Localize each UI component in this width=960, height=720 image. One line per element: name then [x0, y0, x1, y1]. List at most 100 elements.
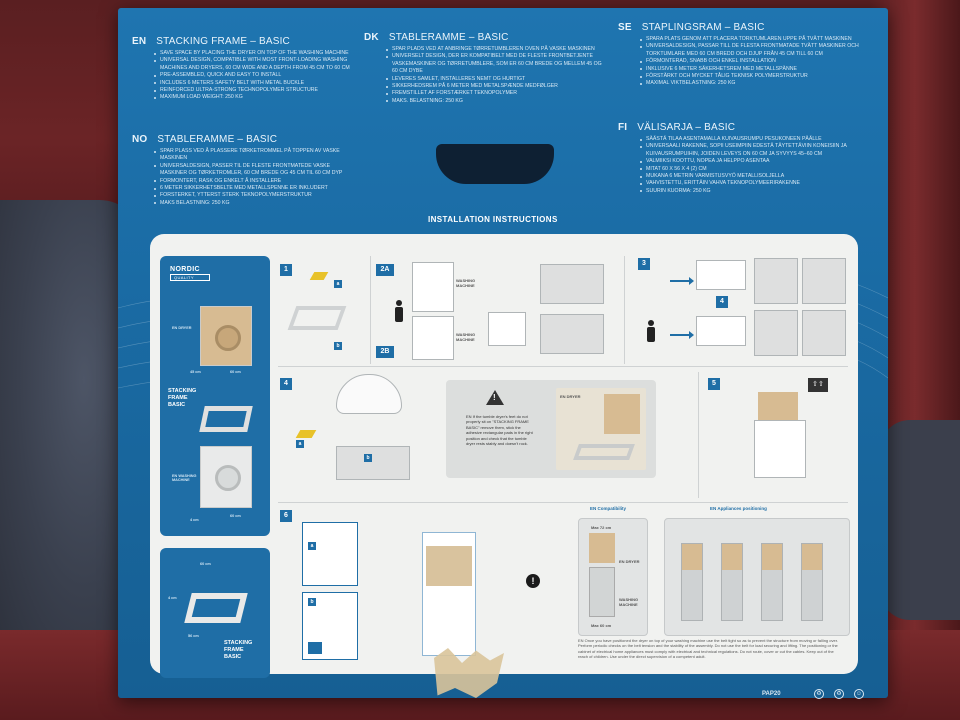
- feature-item: LEVERES SAMLET, INSTALLERES NEMT OG HURT…: [386, 76, 604, 83]
- feature-item: UNIVERSALDESIGN, PASSAR TILL DE FLESTA F…: [640, 43, 873, 58]
- adhesive-pad: [309, 272, 329, 280]
- strength-icon: [308, 642, 322, 654]
- compat-washer-line: WASHING: [619, 597, 639, 602]
- carry-handle-hole: [436, 144, 554, 184]
- label-b: b: [364, 454, 372, 462]
- washer-tag-line: MACHINE: [172, 478, 190, 482]
- feature-item: MAXIMUM LOAD WEIGHT: 250 KG: [154, 94, 357, 101]
- frame-dimensions-card: 60 cm 4 cm 56 cm STACKING FRAME BASIC: [160, 548, 270, 678]
- dim-60: 60 cm: [230, 370, 241, 374]
- appliance-position: [681, 543, 703, 621]
- step-3-detail: [754, 258, 798, 304]
- washer-illustration: [200, 446, 252, 508]
- washer-sketch: [754, 420, 806, 478]
- washer-door: [215, 465, 241, 491]
- frame-shape: [573, 444, 635, 460]
- frame-label: STACKING FRAME BASIC: [168, 388, 196, 409]
- frame-label-line: BASIC: [224, 654, 242, 660]
- step-3-detail: [802, 258, 846, 304]
- brand-sub: QUALITY: [170, 274, 210, 281]
- feature-item: FORMONTERT, RASK OG ENKELT Å INSTALLERE: [154, 178, 357, 185]
- dim-56: 56 cm: [188, 634, 199, 638]
- label-b: b: [334, 342, 342, 350]
- frame-corner-sketch: [540, 314, 604, 354]
- step-3-detail: [696, 260, 746, 290]
- feature-item: VAHVISTETTU, ERITTÄIN VAHVA TEKNOPOLYMEE…: [640, 180, 873, 187]
- washer-tag-line: EN WASHING: [172, 474, 197, 478]
- safety-note: EN Once you have positioned the dryer on…: [578, 638, 838, 660]
- feature-item: UNIVERSAL DESIGN, COMPATIBLE WITH MOST F…: [154, 57, 357, 72]
- feature-item: FÖRSTÄRKT OCH MYCKET TÅLIG TEKNISK POLYM…: [640, 73, 873, 80]
- recycle-icon: ♻: [834, 689, 844, 699]
- feature-item: MITAT 60 X 56 X 4 (2) CM: [640, 166, 873, 173]
- feature-item: UNIVERSALDESIGN, PASSER TIL DE FLESTE FR…: [154, 163, 357, 178]
- col-divider: [624, 256, 625, 364]
- frame-label-line: STACKING: [224, 640, 253, 646]
- belt-detail-a: [302, 522, 358, 586]
- washer-sketch-2a: [412, 262, 454, 312]
- dryer-illustration: [200, 306, 252, 366]
- feature-item: FORSTERKET, YTTERST STERK TEKNOPOLYMERST…: [154, 192, 357, 199]
- brand-name: NORDIC: [170, 266, 201, 273]
- important-icon: !: [526, 574, 540, 588]
- step-2a-number: 2A: [376, 264, 394, 276]
- dryer-tag: EN DRYER: [560, 394, 581, 399]
- feature-item: INKLUSIVE 6 METER SÄKERHETSREM MED METAL…: [640, 66, 873, 73]
- person-icon: [646, 320, 656, 342]
- washer-tag-line: WASHING: [456, 332, 476, 337]
- dryer-shape: [589, 533, 615, 563]
- feature-item: SUURIN KUORMA: 250 KG: [640, 188, 873, 195]
- label-a: a: [308, 542, 316, 550]
- instruction-panel: NORDIC QUALITY EN DRYER 60 cm 45 cm STAC…: [150, 234, 858, 678]
- step-1-number: 1: [280, 264, 292, 276]
- product-column: NORDIC QUALITY EN DRYER 60 cm 45 cm STAC…: [160, 248, 270, 678]
- appliance-position: [761, 543, 783, 621]
- feature-item: SIKKERHEDSREM PÅ 6 METER MED METALSPÆNDE…: [386, 83, 604, 90]
- row-divider: [278, 502, 848, 503]
- compatibility-title: EN Compatibility: [590, 506, 627, 511]
- feature-list: SPARA PLATS GENOM ATT PLACERA TORKTUMLAR…: [618, 36, 873, 88]
- warning-text: EN If the tumble dryer's feet do not pro…: [466, 414, 533, 447]
- dryer-feet-illustration: EN DRYER: [556, 388, 646, 470]
- dim-4: 4 cm: [190, 518, 199, 522]
- frame-label-line: FRAME: [224, 647, 244, 653]
- section-title: STABLERAMME – BASIC: [157, 134, 278, 145]
- feature-item: SPAR PLADS VED AT ANBRINGE TØRRETUMBLERE…: [386, 46, 604, 53]
- feature-item: INCLUDES 6 METERS SAFETY BELT WITH METAL…: [154, 80, 357, 87]
- frame-dimensions-illustration: [184, 593, 248, 623]
- feature-item: SPAR PLASS VED Å PLASSERE TØRKETROMMEL P…: [154, 148, 357, 163]
- feature-item: FÖRMONTERAD, SNABB OCH ENKEL INSTALLATIO…: [640, 58, 873, 65]
- frame-corner-sketch: [540, 264, 604, 304]
- washer-shape: [589, 567, 615, 617]
- step-3-number: 3: [638, 258, 650, 270]
- arrow-icon: [670, 277, 694, 285]
- section-title: STABLERAMME – BASIC: [388, 32, 509, 43]
- arrow-icon: [670, 331, 694, 339]
- brand-logo: NORDIC QUALITY: [170, 266, 210, 281]
- feature-item: UNIVERSAALI RAKENNE, SOPII USEIMPIIN EDE…: [640, 143, 873, 158]
- appliance-position: [721, 543, 743, 621]
- col-divider: [370, 256, 371, 364]
- dryer-tag: EN DRYER: [172, 326, 192, 330]
- positioning-box: [664, 518, 850, 636]
- blanket-right: [880, 420, 960, 620]
- washer-tag-line: WASHING: [456, 278, 476, 283]
- lang-code: SE: [618, 22, 632, 33]
- lang-code: FI: [618, 122, 628, 133]
- label-a: a: [334, 280, 342, 288]
- feature-item: SPARA PLATS GENOM ATT PLACERA TORKTUMLAR…: [640, 36, 873, 43]
- feature-item: MUKANA 6 METRIN VARMISTUSVYÖ METALLISOLJ…: [640, 173, 873, 180]
- feature-item: 6 METER SIKKERHETSBELTE MED METALLSPENNE…: [154, 185, 357, 192]
- col-divider: [698, 372, 699, 498]
- compat-washer-line: MACHINE: [619, 602, 638, 607]
- washer-sketch-2b: [412, 316, 454, 360]
- dim-45: 45 cm: [190, 370, 201, 374]
- warning-box: EN If the tumble dryer's feet do not pro…: [446, 380, 656, 478]
